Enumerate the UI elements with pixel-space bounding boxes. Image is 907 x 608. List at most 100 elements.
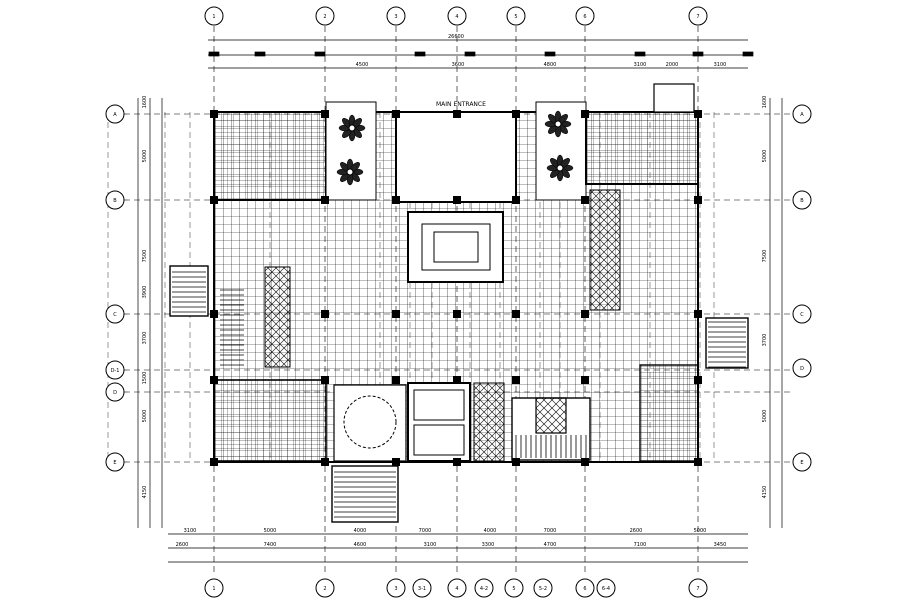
dimension-value: 4800 [544,62,557,68]
column [512,458,520,466]
room-top-right [585,111,699,185]
courtyard-trees [336,110,574,186]
grid-bubble-label: 1 [212,586,215,592]
grid-bubble-label: 4-2 [480,586,488,592]
dimension-tick [544,51,556,57]
dimension-value: 7000 [419,528,432,534]
grid-bubble-circle [386,578,406,598]
column-bubble-top: 3 [386,6,406,26]
hatched-strip-bottom [473,382,505,462]
dimension-value: 2600 [630,528,643,534]
room-bottom-right [639,364,699,462]
tree-trunk [554,120,562,128]
round-feature [343,395,397,449]
grid-bubble-label: 4 [455,586,458,592]
dimension-tick [742,51,754,57]
column-bubble-bottom: 3-1 [412,578,432,598]
dimension-value: 4000 [484,528,497,534]
grid-bubble-label: 3-1 [418,586,426,592]
grid-bubble-circle [575,6,595,26]
grid-bubble-label: 7 [696,14,699,20]
grid-bubble-label: 2 [323,14,326,20]
column-bubble-bottom: 3 [386,578,406,598]
grid-bubble-circle [105,190,125,210]
column [453,458,461,466]
tree-symbol [544,110,572,138]
column-bubble-bottom: 4 [447,578,467,598]
dimension-value: 5000 [762,150,768,163]
column [321,196,329,204]
dimension-value: 1600 [762,96,768,109]
grid-bubble-label: D [113,390,117,396]
grid-bubble-circle [447,6,467,26]
dimension-value: 3300 [482,542,495,548]
grid-bubble-circle [596,578,616,598]
grid-bubble-circle [412,578,432,598]
column [453,110,461,118]
grid-bubble-circle [533,578,553,598]
left-stair [169,265,209,317]
room-top-left [213,111,327,201]
hatched-strip-right [589,189,621,311]
grid-bubble-label: 5-2 [539,586,547,592]
column-bubble-top: 2 [315,6,335,26]
column-bubble-bottom: 1 [204,578,224,598]
column [694,196,702,204]
dimension-value: 4500 [356,62,369,68]
column [210,196,218,204]
column-bubble-top: 6 [575,6,595,26]
column-bubble-bottom: 4-2 [474,578,494,598]
dimension-tick [208,51,220,57]
dimension-value: 7100 [634,542,647,548]
grid-bubble-circle [792,304,812,324]
dimension-value: 2000 [666,62,679,68]
main-entrance-label: MAIN ENTRANCE [436,101,486,108]
central-feature-core [433,231,479,263]
column [210,376,218,384]
column [321,310,329,318]
grid-bubble-circle [105,304,125,324]
dimension-tick [254,51,266,57]
dimension-value: 4700 [544,542,557,548]
column-bubble-bottom: 5-2 [533,578,553,598]
tree-symbol [336,158,364,186]
grid-bubble-label: 5 [512,586,515,592]
grid-bubble-circle [575,578,595,598]
dimension-value: 4150 [142,486,148,499]
column [581,110,589,118]
column [321,376,329,384]
dimension-value: 1500 [142,372,148,385]
column [392,196,400,204]
tree-symbol [338,114,366,142]
grid-bubble-circle [204,6,224,26]
grid-bubble-circle [688,578,708,598]
grid-bubble-label: C [800,312,804,318]
grid-bubble-circle [105,104,125,124]
dimension-value: 3600 [452,62,465,68]
tree-trunk [556,164,564,172]
column [453,196,461,204]
dimension-tick [692,51,704,57]
dimension-value: 1600 [142,96,148,109]
column-bubble-bottom: 7 [688,578,708,598]
dimension-value: 7000 [544,528,557,534]
grid-bubble-circle [105,382,125,402]
column-bubble-top: 5 [506,6,526,26]
dimension-value: 7500 [762,250,768,263]
column [512,376,520,384]
column [581,310,589,318]
dimension-value: 3450 [714,542,727,548]
grid-bubble-circle [315,6,335,26]
grid-bubble-circle [792,452,812,472]
grid-bubble-label: E [800,460,803,466]
dimension-value: 3100 [714,62,727,68]
dimension-tick [314,51,326,57]
column-bubble-bottom: 6 [575,578,595,598]
column [321,458,329,466]
hatched-strip-left [264,266,291,368]
lift-car-1 [413,389,465,421]
dimension-lines [137,39,783,563]
